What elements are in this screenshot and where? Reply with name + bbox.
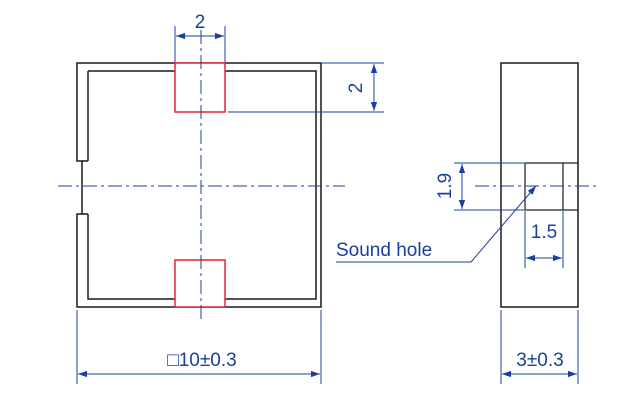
hole-width-dimension: 1.5 [524,211,564,268]
thickness-dimension: 3±0.3 [500,310,579,384]
front-notch [82,160,88,215]
sound-hole-callout: Sound hole [336,185,537,263]
hole-width-label: 1.5 [531,222,557,243]
front-view: 2 2 □10±0.3 [58,12,384,384]
front-body-outline [76,62,322,308]
thickness-label: 3±0.3 [516,350,563,371]
sound-hole-leader-line [336,185,537,263]
bottom-pad [174,259,226,308]
front-body-inner-outline [87,70,317,300]
top-pad [174,62,226,113]
pad-height-dimension: 2 [228,62,384,113]
side-body-outline [500,62,579,308]
hole-height-label: 1.9 [435,173,456,199]
overall-size-dimension: □10±0.3 [76,310,322,384]
overall-size-label: □10±0.3 [167,350,236,371]
pad-width-label: 2 [195,12,206,33]
pad-height-label: 2 [346,83,367,94]
hole-height-dimension: 1.9 [435,162,524,211]
side-view: 1.9 1.5 3±0.3 [435,62,600,384]
pad-width-dimension: 2 [174,12,226,62]
sound-hole-label: Sound hole [336,240,432,261]
